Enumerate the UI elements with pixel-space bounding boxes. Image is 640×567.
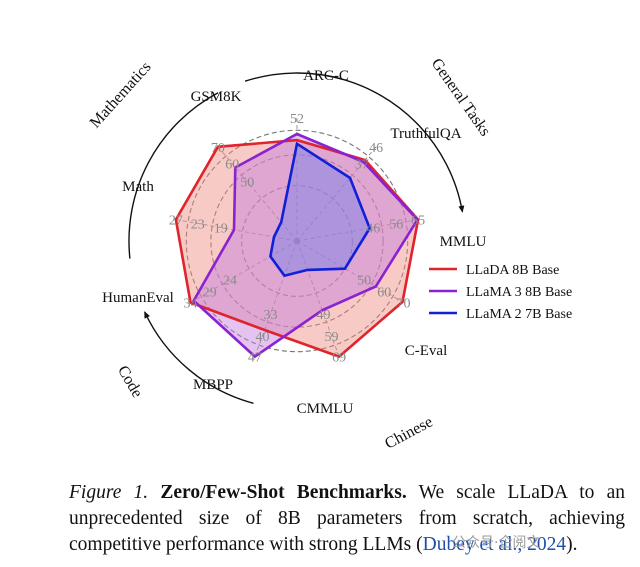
series-line-1 — [192, 132, 420, 359]
ring-value-label: 56 — [389, 218, 403, 233]
ring-value-label: 27 — [169, 214, 183, 229]
legend-label: LLaDA 8B Base — [466, 263, 559, 278]
watermark: 公众号·企阅文 — [452, 535, 541, 551]
ring-value-label: 49 — [317, 308, 331, 323]
ring-value-label: 37 — [355, 158, 369, 173]
ring-value-label: 69 — [332, 351, 346, 366]
axis-label: HumanEval — [102, 290, 174, 306]
figure-caption: Figure 1. Zero/Few-Shot Benchmarks. We s… — [69, 480, 625, 558]
group-label: Chinese — [382, 413, 435, 452]
ring-value-label: 65 — [411, 214, 425, 229]
grid-ring-2 — [185, 129, 409, 353]
caption-title: Zero/Few-Shot Benchmarks. — [160, 482, 407, 503]
ring-value-label: 59 — [325, 330, 339, 345]
ring-value-label: 23 — [191, 218, 205, 233]
group-arc-3 — [244, 72, 344, 82]
ring-value-label: 70 — [397, 297, 411, 312]
ring-value-label: 19 — [214, 222, 228, 237]
axis-label: MBPP — [193, 377, 233, 393]
series-line-0 — [174, 138, 420, 359]
ring-value-label: 46 — [366, 222, 380, 237]
ring-value-label: 33 — [264, 308, 278, 323]
group-arc-1 — [144, 311, 254, 404]
ring-value-label: 29 — [203, 285, 217, 300]
ring-value-label: 34 — [184, 297, 198, 312]
grid-ring-0 — [241, 185, 353, 297]
caption-text: We scale LLaDA to an unprecedented size … — [69, 482, 625, 555]
axis-label: C-Eval — [405, 343, 448, 359]
ring-value-label: 50 — [240, 176, 254, 191]
group-arc-0 — [326, 74, 465, 213]
group-arc-2 — [128, 92, 219, 259]
ring-value-label: 52 — [290, 112, 304, 127]
center-dot — [294, 238, 300, 244]
ring-value-label: 60 — [225, 158, 239, 173]
ring-value-label: 24 — [223, 274, 237, 289]
ring-value-label: 60 — [377, 285, 391, 300]
caption-citation-link[interactable]: Dubey et al., 2024 — [422, 534, 567, 555]
series-area-2 — [270, 143, 370, 276]
ring-value-label: 50 — [357, 274, 371, 289]
ring-value-label: 40 — [256, 330, 270, 345]
axis-label: MMLU — [440, 234, 487, 250]
series-area-1 — [193, 134, 418, 357]
ring-value-label: 47 — [248, 351, 262, 366]
legend-label: LLaMA 2 7B Base — [466, 307, 572, 322]
axis-label: CMMLU — [297, 401, 354, 417]
grid-ring-1 — [210, 154, 384, 328]
group-label: Mathematics — [87, 59, 155, 132]
legend-label: LLaMA 3 8B Base — [466, 285, 572, 300]
group-label: Code — [114, 363, 146, 401]
series-line-2 — [269, 141, 372, 278]
caption-end: ). — [566, 534, 578, 555]
caption-figure-label: Figure 1. — [69, 482, 149, 503]
ring-value-label: 46 — [369, 141, 383, 156]
ring-value-label: 70 — [211, 141, 225, 156]
axis-label: GSM8K — [191, 89, 242, 105]
